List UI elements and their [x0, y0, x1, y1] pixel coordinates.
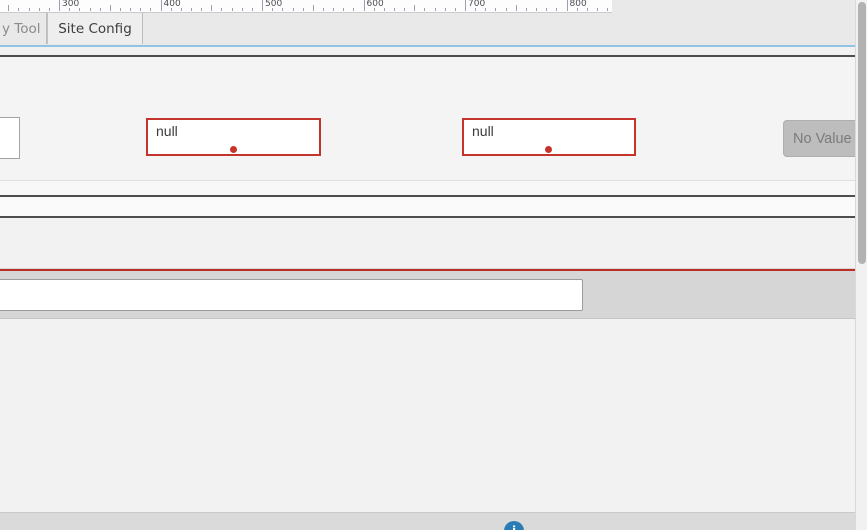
ruler-tick	[546, 8, 548, 11]
ruler-tick	[180, 8, 182, 11]
ruler-tick	[515, 5, 517, 11]
ruler-tick	[343, 8, 345, 11]
ruler-tick	[201, 8, 203, 11]
ruler-tick	[525, 8, 527, 11]
form-section: AWS Prefix : AWS Region : Backend Type :	[0, 57, 855, 202]
ruler-tick	[586, 8, 588, 11]
section-band-1	[0, 181, 855, 195]
divider-hairline	[0, 180, 855, 181]
ruler-tick	[302, 8, 304, 11]
ruler-tick-label: 800	[569, 0, 587, 9]
ruler-tick	[536, 8, 537, 11]
wide-text-input[interactable]	[0, 279, 583, 311]
ruler-tick	[170, 8, 172, 11]
aws-region-input[interactable]	[462, 118, 636, 156]
ruler-tick	[475, 8, 477, 11]
bottom-bar	[0, 513, 855, 530]
backend-type-select[interactable]: No Value	[783, 120, 861, 157]
ruler-tick-label: 300	[62, 0, 80, 9]
ruler-tick	[383, 8, 385, 11]
ruler-tick	[221, 8, 223, 11]
ruler-tick	[363, 0, 365, 11]
ruler-tick	[566, 0, 568, 11]
ruler-tick	[282, 8, 284, 11]
tab-site-config[interactable]: Site Config	[47, 13, 143, 44]
ruler-tick	[89, 8, 91, 11]
scrollbar-thumb[interactable]	[858, 2, 866, 264]
ruler-tick	[211, 5, 213, 11]
divider-line-top	[0, 55, 855, 57]
ruler: 300 400 500 600 700 800	[0, 0, 612, 13]
ruler-tick	[556, 8, 558, 11]
ruler-tick	[353, 8, 355, 11]
ruler-tick	[48, 8, 50, 11]
ruler-tick-label: 500	[265, 0, 283, 9]
ruler-tick	[8, 5, 10, 11]
ruler-tick	[424, 8, 426, 11]
ruler-tick	[18, 8, 20, 11]
backend-type-value: No Value	[793, 130, 852, 147]
tab-site-config-label: Site Config	[58, 20, 132, 37]
content-area	[0, 320, 855, 512]
bottom-divider	[0, 512, 855, 513]
ruler-tick	[150, 8, 152, 11]
ruler-tick-label: 400	[163, 0, 181, 9]
ruler-tick	[69, 8, 71, 11]
ruler-tick	[312, 5, 314, 11]
info-icon-glyph: i	[512, 524, 516, 530]
ruler-tick	[495, 8, 497, 11]
tab-query-tool[interactable]: y Tool	[0, 13, 47, 44]
ruler-tick	[434, 8, 436, 11]
ruler-tick-label: 700	[468, 0, 486, 9]
vertical-scrollbar[interactable]	[855, 0, 867, 530]
ruler-tick-label: 600	[366, 0, 384, 9]
ruler-tick	[109, 5, 111, 11]
divider-line-mid-1	[0, 195, 855, 197]
tab-query-tool-label: y Tool	[2, 20, 41, 37]
tab-accent-line	[0, 45, 855, 47]
ruler-tick	[241, 8, 243, 11]
section-band-2	[0, 197, 855, 216]
ruler-tick	[444, 8, 446, 11]
ruler-tick	[333, 8, 335, 11]
ruler-tick	[505, 8, 507, 11]
ruler-tick	[404, 8, 406, 11]
ruler-tick	[130, 8, 132, 11]
ruler-tick	[251, 8, 253, 11]
ruler-tick	[38, 8, 40, 11]
ruler-tick	[140, 8, 142, 11]
ruler-tick	[322, 8, 324, 11]
ruler-tick	[262, 0, 263, 11]
header-strip	[0, 47, 855, 55]
ruler-tick	[28, 8, 30, 11]
aws-region-error-dot-icon	[545, 146, 552, 153]
ruler-tick	[485, 8, 487, 11]
alert-red-line	[0, 269, 855, 271]
ruler-tick	[607, 8, 609, 11]
section-band-3	[0, 218, 855, 268]
ruler-tick	[79, 8, 81, 11]
ruler-tick	[59, 0, 60, 11]
ruler-tick	[393, 8, 395, 11]
ruler-tick	[373, 8, 375, 11]
offscreen-left-input[interactable]	[0, 117, 20, 159]
tab-bar: y Tool Site Config	[0, 13, 612, 44]
ruler-tick	[119, 8, 121, 11]
ruler-tick	[160, 0, 162, 11]
ruler-tick	[465, 0, 466, 11]
aws-prefix-error-dot-icon	[230, 146, 237, 153]
ruler-tick	[414, 5, 416, 11]
ruler-tick	[191, 8, 192, 11]
ruler-tick	[597, 8, 598, 11]
ruler-tick	[231, 8, 233, 11]
ruler-tick	[576, 8, 578, 11]
divider-hairline-2	[0, 268, 855, 269]
ruler-tick	[292, 8, 294, 11]
ruler-tick	[272, 8, 274, 11]
ruler-tick	[454, 8, 456, 11]
info-icon[interactable]: i	[504, 521, 524, 530]
divider-line-mid-2	[0, 216, 855, 218]
ruler-tick	[99, 8, 101, 11]
